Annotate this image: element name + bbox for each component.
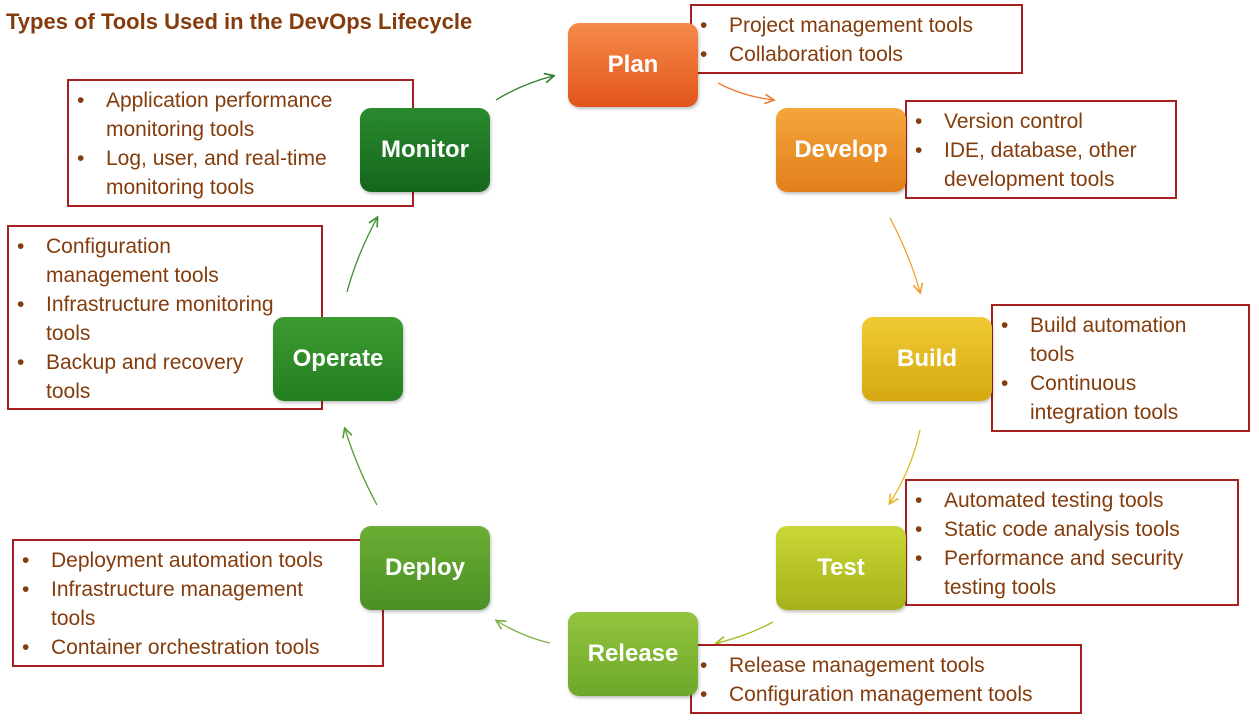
stage-release: Release: [568, 612, 698, 696]
tool-item: Collaboration tools: [692, 40, 1021, 69]
tool-item: Container orchestration tools: [14, 633, 382, 662]
plan-tools-box: Project management toolsCollaboration to…: [690, 4, 1023, 74]
stage-label: Release: [587, 640, 679, 667]
tool-item: Configuration management tools: [692, 680, 1080, 709]
tool-item-text: Project management tools: [729, 14, 973, 37]
flow-arrow-4: [717, 621, 774, 643]
flow-arrow-2: [889, 217, 920, 292]
tool-item-text: Performance and security: [944, 547, 1184, 570]
tool-item-text: tools: [51, 607, 96, 630]
tool-item: Release management tools: [692, 651, 1080, 680]
stage-label: Operate: [292, 345, 384, 372]
tool-item-text: Release management tools: [729, 654, 985, 677]
deploy-tools-box: Deployment automation toolsInfrastructur…: [12, 539, 384, 667]
tool-item-text: tools: [46, 380, 91, 403]
flow-arrow-5: [497, 621, 551, 644]
stage-label: Build: [897, 345, 957, 372]
tool-item: Backup and recovery tools: [9, 348, 321, 406]
deploy-tools-list: Deployment automation toolsInfrastructur…: [14, 546, 382, 662]
tool-item: Automated testing tools: [907, 486, 1237, 515]
stage-monitor: Monitor: [360, 108, 490, 192]
tool-item-text: integration tools: [1030, 401, 1179, 424]
diagram-title: Types of Tools Used in the DevOps Lifecy…: [6, 9, 473, 34]
build-tools-box: Build automation toolsContinuous integrati…: [991, 304, 1250, 432]
tool-item-text: Deployment automation tools: [51, 549, 323, 572]
flow-arrow-3: [890, 429, 921, 503]
tool-item: Version control: [907, 107, 1175, 136]
stage-develop: Develop: [776, 108, 906, 192]
tool-item: Continuous integration tools: [993, 369, 1248, 427]
tool-item-text: development tools: [944, 168, 1115, 191]
tool-item-text: Build automation: [1030, 314, 1187, 337]
tool-item: Performance and security testing tools: [907, 544, 1237, 602]
tool-item-text: Static code analysis tools: [944, 518, 1180, 541]
tool-item-text: Log, user, and real-time: [106, 147, 327, 170]
tool-item-text: management tools: [46, 264, 219, 287]
tool-item-text: Collaboration tools: [729, 43, 903, 66]
tool-item: Configuration management tools: [9, 232, 321, 290]
plan-tools-list: Project management toolsCollaboration to…: [692, 11, 1021, 69]
stage-label: Deploy: [384, 554, 465, 581]
tool-item-text: IDE, database, other: [944, 139, 1137, 162]
tool-item-text: Application performance: [106, 89, 333, 112]
tool-item: IDE, database, other development tools: [907, 136, 1175, 194]
tool-item: Infrastructure management tools: [14, 575, 382, 633]
stage-label: Plan: [607, 51, 659, 78]
test-tools-list: Automated testing toolsStatic code analy…: [907, 486, 1237, 602]
tool-item-text: Version control: [944, 110, 1083, 133]
release-tools-list: Release management toolsConfiguration ma…: [692, 651, 1080, 709]
tool-item-text: tools: [46, 322, 91, 345]
stage-operate: Operate: [273, 317, 403, 401]
tool-item-text: testing tools: [944, 576, 1057, 599]
tool-item-text: Container orchestration tools: [51, 636, 320, 659]
operate-tools-box: Configuration management toolsInfrastruct…: [7, 225, 323, 410]
tool-item: Static code analysis tools: [907, 515, 1237, 544]
develop-tools-list: Version controlIDE, database, other devel…: [907, 107, 1175, 194]
test-tools-box: Automated testing toolsStatic code analy…: [905, 479, 1239, 606]
flow-arrow-1: [717, 82, 773, 100]
tool-item-text: Automated testing tools: [944, 489, 1164, 512]
stage-plan: Plan: [568, 23, 698, 107]
tool-item: Application performance monitoring tools: [69, 86, 412, 144]
develop-tools-box: Version controlIDE, database, other devel…: [905, 100, 1177, 199]
stage-build: Build: [862, 317, 992, 401]
tool-item-text: monitoring tools: [106, 118, 255, 141]
flow-arrow-6: [345, 429, 378, 506]
operate-tools-list: Configuration management toolsInfrastruct…: [9, 232, 321, 406]
stage-label: Develop: [794, 136, 888, 163]
tool-item-text: Configuration management tools: [729, 683, 1033, 706]
tool-item-text: Infrastructure monitoring: [46, 293, 274, 316]
tool-item-text: Continuous: [1030, 372, 1137, 395]
tool-item-text: tools: [1030, 343, 1075, 366]
tool-item-text: Configuration: [46, 235, 171, 258]
tool-item: Project management tools: [692, 11, 1021, 40]
tool-item: Build automation tools: [993, 311, 1248, 369]
stage-label: Monitor: [381, 136, 469, 163]
tool-item-text: Infrastructure management: [51, 578, 304, 601]
flow-arrow-7: [346, 218, 377, 293]
tool-item-text: Backup and recovery: [46, 351, 244, 374]
stage-deploy: Deploy: [360, 526, 490, 610]
stage-test: Test: [776, 526, 906, 610]
flow-arrow-8: [495, 76, 553, 101]
stage-label: Test: [817, 554, 865, 581]
tool-item: Deployment automation tools: [14, 546, 382, 575]
tool-item-text: monitoring tools: [106, 176, 255, 199]
tool-item: Infrastructure monitoring tools: [9, 290, 321, 348]
build-tools-list: Build automation toolsContinuous integrati…: [993, 311, 1248, 427]
tool-item: Log, user, and real-time monitoring tools: [69, 144, 412, 202]
release-tools-box: Release management toolsConfiguration ma…: [690, 644, 1082, 714]
